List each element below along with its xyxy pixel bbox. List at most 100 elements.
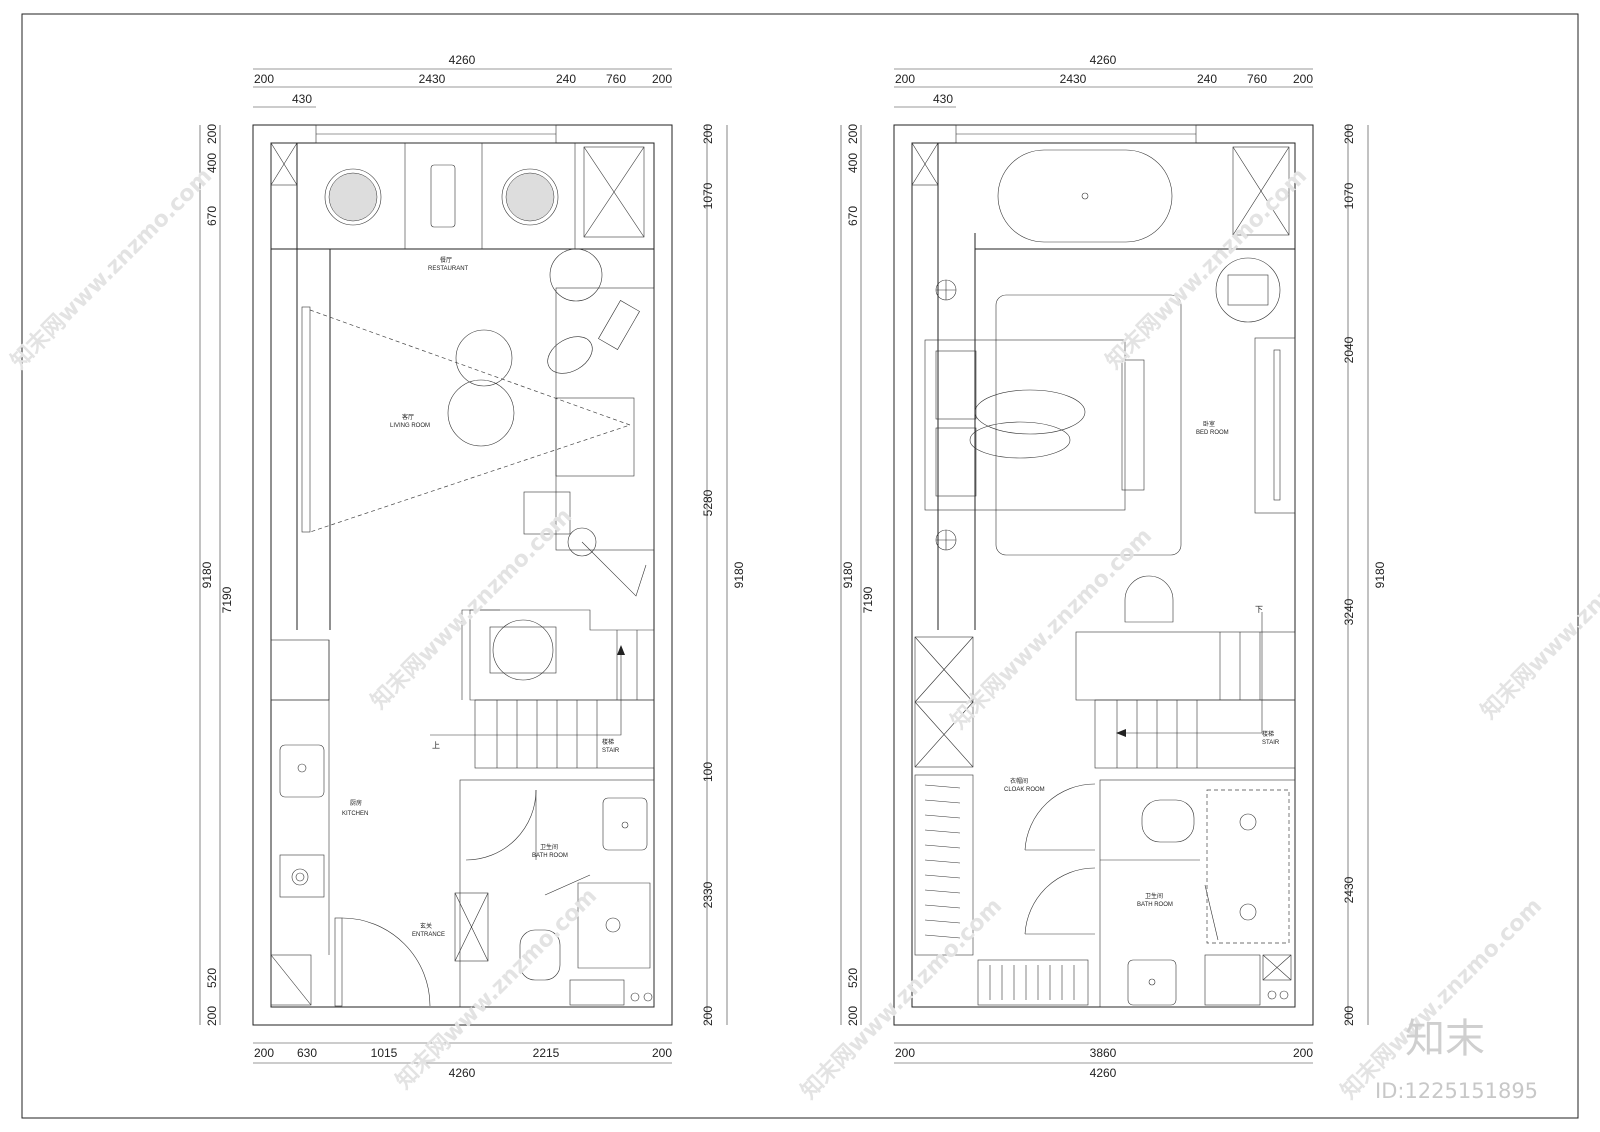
watermark: 知末网www.znzmo.com (366, 503, 577, 714)
dim-top: 760 (606, 72, 626, 86)
dim-right: 1070 (1342, 182, 1356, 209)
dim-bottom: 200 (652, 1046, 672, 1060)
hanging-rail (914, 774, 974, 956)
drawing-frame (21, 13, 1579, 1119)
cloak-label-en: CLOAK ROOM (1004, 787, 1045, 793)
washer (1204, 954, 1261, 1006)
rug (995, 294, 1182, 556)
dim-left: 670 (205, 206, 219, 226)
shower-tray (1232, 146, 1290, 236)
dim-left: 400 (205, 153, 219, 173)
watermark-layer: 知末网www.znzmo.com 知末网www.znzmo.com 知末网www… (6, 163, 1600, 1104)
dim-top: 2430 (419, 72, 446, 86)
dim-top: 200 (895, 72, 915, 86)
bathtub (997, 149, 1173, 243)
inner-wall (270, 142, 655, 1008)
watermark: 知末网www.znzmo.com (796, 893, 1007, 1104)
stair-direction-arrow (430, 650, 622, 736)
tv-unit (1254, 337, 1296, 514)
dim-left-total: 9180 (841, 561, 855, 588)
kitchen-label-cn: 厨房 (350, 799, 362, 807)
dim-right: 1070 (701, 182, 715, 209)
person-figure (974, 389, 1086, 435)
stove (279, 854, 325, 898)
dim-bottom: 2215 (533, 1046, 560, 1060)
bath-label-en: BATH ROOM (532, 853, 568, 859)
coffee-table (447, 379, 515, 447)
dim-right-total: 9180 (1373, 561, 1387, 588)
watermark: 知末网www.znzmo.com (1336, 893, 1547, 1104)
side-table (549, 248, 603, 302)
bath-door (1024, 867, 1096, 935)
kitchen-cabinet (270, 639, 330, 701)
floor-lamp (567, 527, 597, 557)
basin (602, 797, 648, 851)
shower (1206, 789, 1290, 944)
bath-label-cn: 卫生间 (540, 843, 558, 851)
pillow (935, 427, 977, 497)
dim-left: 200 (205, 124, 219, 144)
bathroom-wall (459, 779, 655, 1008)
pillow (935, 350, 977, 420)
chair (1124, 575, 1174, 623)
dim-bottom: 630 (297, 1046, 317, 1060)
bed-label-en: BED ROOM (1196, 430, 1229, 436)
stair-treads (1116, 632, 1261, 768)
dim-top: 200 (254, 72, 274, 86)
dim-top-total: 4260 (1090, 53, 1117, 67)
watermark: 知末网www.znzmo.com (1101, 163, 1312, 374)
bed (924, 339, 1126, 511)
dim-right: 2330 (701, 881, 715, 908)
dim-left-mid: 7190 (220, 586, 234, 613)
dim-right: 3240 (1342, 598, 1356, 625)
washer-cabinet (454, 892, 489, 962)
dim-top: 200 (652, 72, 672, 86)
armchair (523, 491, 571, 535)
dim-top-sub: 430 (933, 92, 953, 106)
upper-floor-plan: 卧室 BED ROOM 下 楼梯 STAIR (840, 53, 1387, 1080)
tv-unit (301, 306, 311, 533)
stair-flight (474, 699, 655, 769)
living-label-en: LIVING ROOM (390, 423, 430, 429)
cloak-door (1024, 783, 1096, 851)
dining-table (501, 168, 559, 226)
ground-floor-plan: 餐厅 RESTAURANT 客厅 LIVING ROOM 上 楼梯 (199, 53, 746, 1080)
bath-label-en: BATH ROOM (1137, 902, 1173, 908)
toilet (519, 929, 561, 981)
dim-bottom-total: 4260 (1090, 1066, 1117, 1080)
dim-right: 5280 (701, 489, 715, 516)
watermark: 知末网www.znzmo.com (391, 883, 602, 1094)
stair-direction-arrow (1122, 612, 1263, 734)
dim-left: 200 (846, 1006, 860, 1026)
restaurant-label-cn: 餐厅 (440, 256, 452, 264)
dining-table (324, 168, 382, 226)
watermark: 知末网www.znzmo.com (1476, 513, 1600, 724)
stair-flight (1094, 699, 1296, 769)
dim-right: 200 (701, 1006, 715, 1026)
dim-right: 200 (701, 124, 715, 144)
dim-bottom: 200 (254, 1046, 274, 1060)
image-id: ID:1225151895 (1375, 1079, 1538, 1103)
entrance-label-en: ENTRANCE (412, 932, 445, 938)
side-table (1215, 257, 1281, 323)
dim-left: 520 (846, 968, 860, 988)
stair-label-cn: 楼梯 (602, 738, 614, 746)
dim-bottom: 200 (895, 1046, 915, 1060)
dim-right: 100 (701, 762, 715, 782)
stair-label-cn: 楼梯 (1262, 730, 1274, 738)
dim-left: 670 (846, 206, 860, 226)
living-label-cn: 客厅 (402, 413, 414, 421)
kitchen-label-en: KITCHEN (342, 811, 368, 817)
dim-right-total: 9180 (732, 561, 746, 588)
dim-top: 240 (556, 72, 576, 86)
sink (279, 744, 325, 798)
dim-bottom-total: 4260 (449, 1066, 476, 1080)
dim-left: 400 (846, 153, 860, 173)
stair-lamp (492, 619, 554, 681)
dim-top-sub: 430 (292, 92, 312, 106)
stair-label-en: STAIR (1262, 740, 1280, 746)
toilet (1141, 799, 1195, 843)
dim-left: 200 (205, 1006, 219, 1026)
coffee-table (455, 329, 513, 387)
